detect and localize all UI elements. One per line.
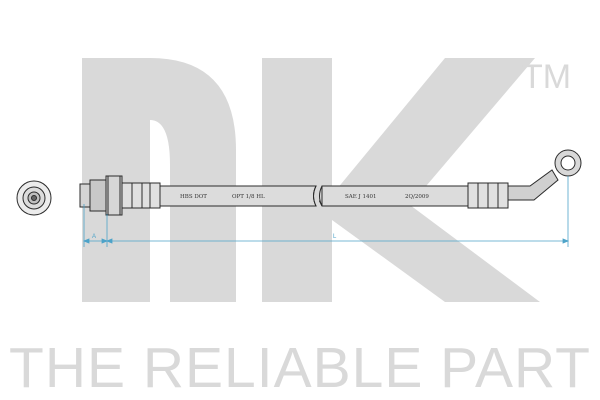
hose-markings: HBS DOT OPT 1/8 HL SAE J 1401 2Q/2009 xyxy=(180,194,429,200)
marking-date: 2Q/2009 xyxy=(405,194,429,200)
dimension-label-l: L xyxy=(333,234,337,240)
dimension-lines xyxy=(82,176,570,247)
trademark-symbol: TM xyxy=(522,58,571,96)
marking-opt: OPT 1/8 HL xyxy=(232,194,265,200)
dimension-label-a: A xyxy=(92,234,96,240)
nk-logo-watermark xyxy=(82,58,540,302)
marking-hbs-dot: HBS DOT xyxy=(180,194,207,200)
marking-sae: SAE J 1401 xyxy=(345,194,376,200)
tagline: THE RELIABLE PART xyxy=(9,336,591,400)
fitting-end-view xyxy=(16,180,52,216)
brake-hose xyxy=(79,149,582,216)
